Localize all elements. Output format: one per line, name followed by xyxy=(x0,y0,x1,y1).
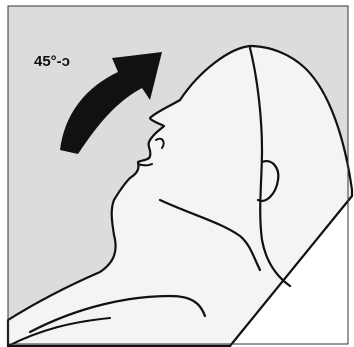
angle-label: 45°-ↄ xyxy=(34,53,70,70)
